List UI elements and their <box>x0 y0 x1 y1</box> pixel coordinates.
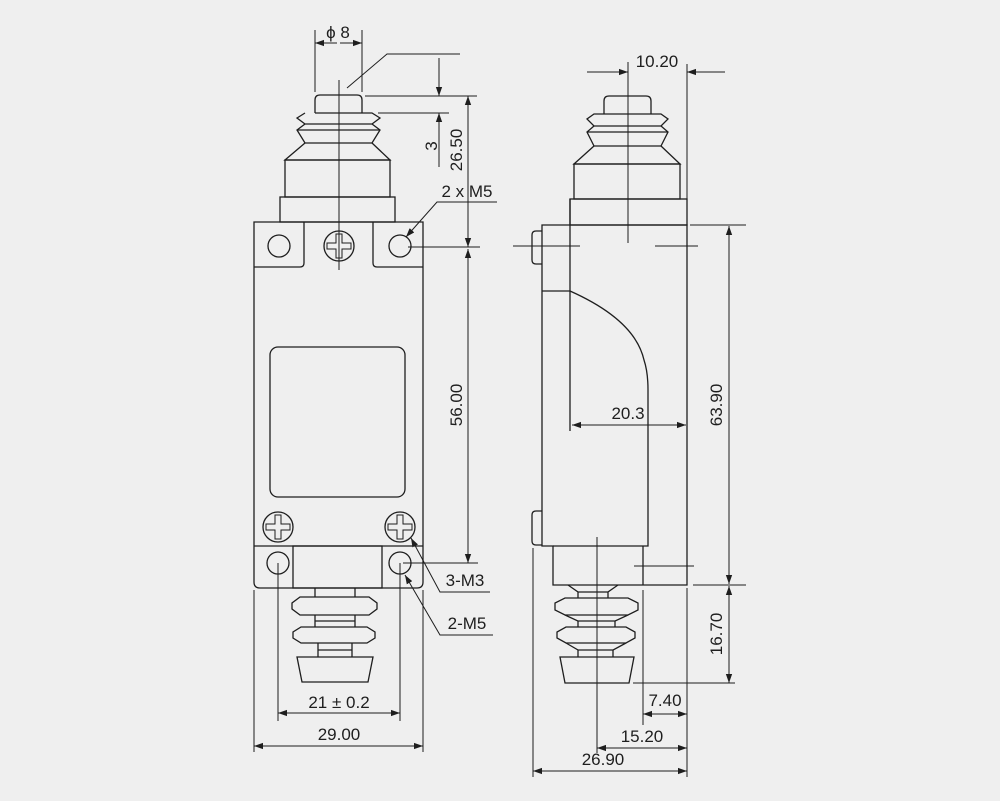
dim-label: 20.3 <box>611 404 644 423</box>
mount-hole-top-left <box>267 234 291 258</box>
callout-label: 2-M5 <box>448 614 487 633</box>
callout-top-holes: 2 x M5 <box>405 182 497 238</box>
dim-label: 63.90 <box>707 384 726 427</box>
dim-boot-height: 16.70 <box>633 586 735 684</box>
callout-screws: 3-M3 <box>410 537 490 593</box>
dim-inner-depth: 20.3 <box>572 404 686 429</box>
dim-plunger-diameter: ϕ 8 <box>314 23 363 92</box>
mount-hole-top-right <box>388 234 412 258</box>
top-bellows <box>279 112 396 223</box>
dim-actuator-height: 26.50 <box>408 96 480 248</box>
dim-boot-center-offset: 15.20 <box>597 727 687 752</box>
front-body <box>253 221 424 589</box>
dim-label: ϕ 8 <box>326 23 350 42</box>
leader-line <box>346 53 460 89</box>
dim-label: 3 <box>422 141 441 150</box>
dim-label: 7.40 <box>648 691 681 710</box>
callout-bottom-holes: 2-M5 <box>404 574 493 636</box>
dim-label: 16.70 <box>707 613 726 656</box>
dim-hole-spacing-horizontal: 21 ± 0.2 <box>277 563 401 721</box>
dim-body-width: 29.00 <box>253 590 424 752</box>
dim-boot-offset: 7.40 <box>642 588 688 777</box>
side-view: 10.20 20.3 63.90 16.70 7.40 15.20 <box>513 52 746 777</box>
dim-plunger-travel: 3 <box>365 58 477 167</box>
dim-label: 29.00 <box>318 725 361 744</box>
dim-label: 26.50 <box>447 129 466 172</box>
dim-hole-spacing-vertical: 56.00 <box>403 249 478 564</box>
dim-label: 21 ± 0.2 <box>308 693 369 712</box>
bottom-boot <box>554 584 639 684</box>
label-window <box>269 346 406 498</box>
bottom-boot <box>291 588 378 683</box>
dim-label: 15.20 <box>621 727 664 746</box>
dim-label: 10.20 <box>636 52 679 71</box>
dim-label: 26.90 <box>582 750 625 769</box>
dim-overall-depth: 26.90 <box>532 548 687 777</box>
screw-bottom-left-icon <box>262 511 294 543</box>
dim-body-height: 63.90 <box>690 224 746 586</box>
side-body <box>513 199 698 586</box>
front-view: ϕ 8 3 26.50 56.00 2 x M5 3-M3 <box>253 23 497 752</box>
dim-label: 56.00 <box>447 384 466 427</box>
callout-label: 3-M3 <box>446 571 485 590</box>
screw-bottom-right-icon <box>384 511 416 543</box>
callout-label: 2 x M5 <box>441 182 492 201</box>
dim-plunger-offset: 10.20 <box>587 52 725 222</box>
